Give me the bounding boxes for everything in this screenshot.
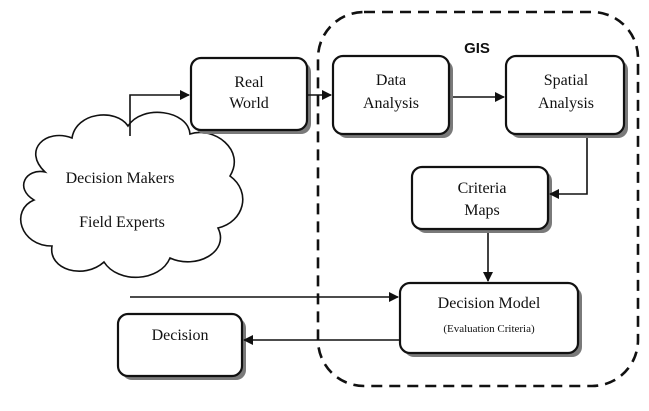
decision-label: Decision [152,327,209,344]
spatial-analysis-line-2: Analysis [538,95,594,112]
node-box [398,281,580,355]
node-box [189,56,309,132]
node-decision: Decision [116,312,246,380]
decision-model-line-1: Decision Model [438,295,541,312]
edge-stakeholders-to-real-world [129,90,190,136]
node-decision-model: Decision Model (Evaluation Criteria) [398,281,582,357]
node-box [331,54,451,136]
stakeholders-line-2: Field Experts [79,214,165,231]
real-world-line-1: Real [234,74,264,91]
stakeholders-line-1: Decision Makers [66,170,175,187]
node-spatial-analysis: Spatial Analysis [504,54,628,138]
decision-model-line-2: (Evaluation Criteria) [443,323,535,335]
spatial-analysis-line-1: Spatial [544,72,589,89]
node-box [504,54,626,136]
cloud-shape [19,111,244,279]
edge-spatial-analysis-to-criteria-maps [549,138,588,199]
node-criteria-maps: Criteria Maps [410,165,552,233]
criteria-maps-line-1: Criteria [458,180,507,197]
node-stakeholders-cloud: Decision Makers Field Experts [19,111,244,279]
real-world-line-2: World [229,95,269,112]
data-analysis-line-1: Data [376,72,406,89]
criteria-maps-line-2: Maps [464,202,500,219]
node-real-world: Real World [189,56,311,134]
node-data-analysis: Data Analysis [331,54,453,138]
gis-boundary [316,10,640,388]
gis-label: GIS [464,40,490,57]
data-analysis-line-2: Analysis [363,95,419,112]
node-box [116,312,244,378]
node-box [410,165,550,231]
